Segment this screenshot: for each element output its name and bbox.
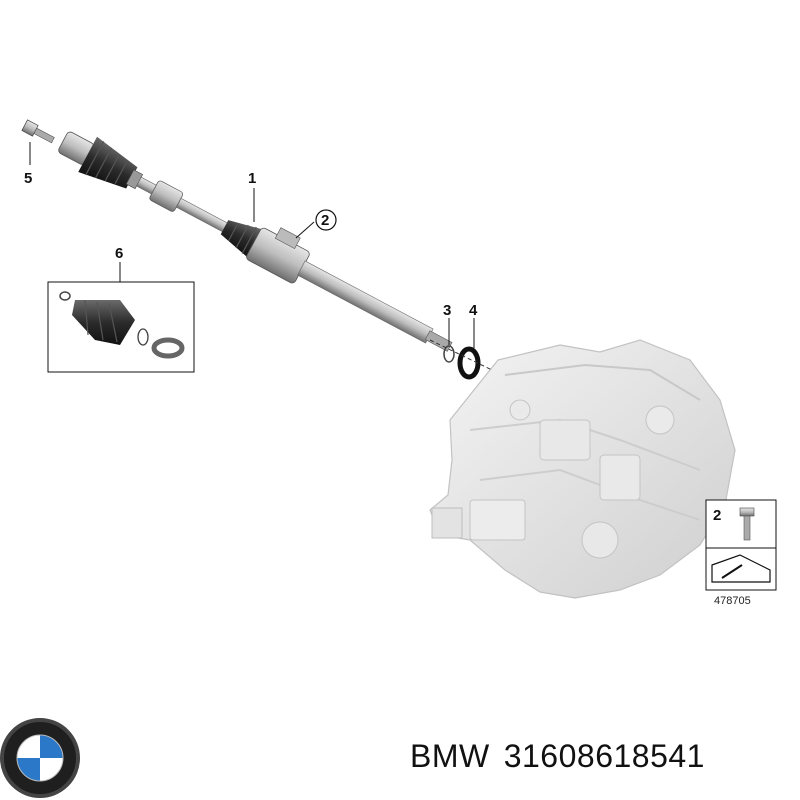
bolt-legend — [705, 499, 777, 591]
bmw-logo — [0, 718, 80, 798]
callout-1: 1 — [248, 170, 256, 187]
drive-shaft — [58, 131, 453, 352]
callout-6: 6 — [115, 245, 123, 262]
caption-part-number: 31608618541 — [503, 738, 705, 774]
bolt-part-5 — [21, 119, 55, 144]
legend-bolt-number: 2 — [713, 507, 721, 524]
callout-2: 2 — [321, 212, 329, 229]
part-caption: BMW 31608618541 — [410, 738, 719, 775]
callout-3: 3 — [443, 302, 451, 319]
callout-lines — [29, 142, 475, 348]
boot-kit-part-6 — [47, 281, 195, 373]
assembly-line — [429, 339, 493, 371]
callout-5: 5 — [24, 170, 32, 187]
caption-brand: BMW — [410, 738, 490, 774]
callout-4: 4 — [469, 302, 478, 319]
diagram-number: 478705 — [714, 595, 751, 607]
seal-part-4 — [457, 346, 481, 380]
circlip-part-3 — [443, 345, 455, 363]
transmission-housing — [429, 339, 736, 599]
callout-2-circle — [315, 209, 337, 231]
